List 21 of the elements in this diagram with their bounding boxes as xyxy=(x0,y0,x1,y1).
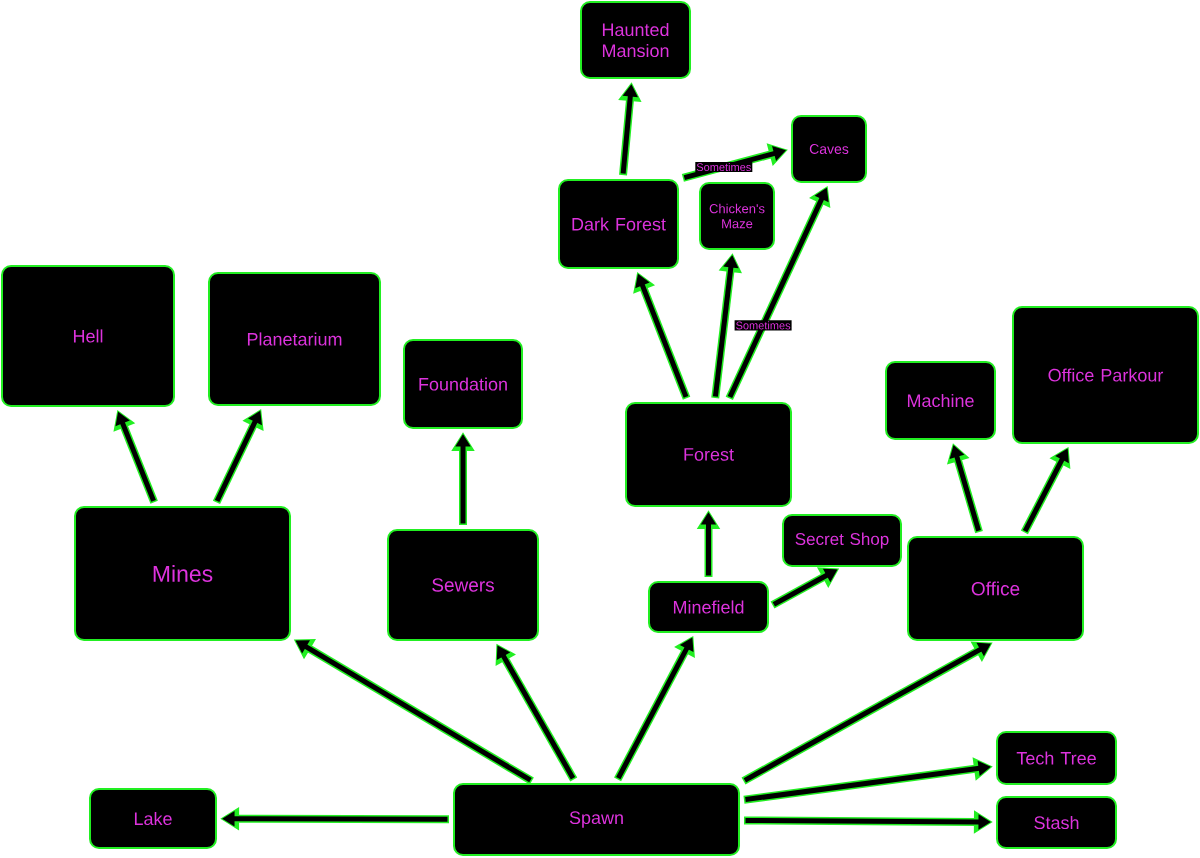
place-box: Machine xyxy=(885,361,996,440)
place-box: Lake xyxy=(89,788,217,849)
place-box: Spawn xyxy=(453,783,740,856)
place-box: Caves xyxy=(791,115,867,183)
edge-label: Sometimes xyxy=(696,162,751,172)
place-box: Haunted Mansion xyxy=(580,1,691,79)
place-box: Office Parkour xyxy=(1012,306,1199,444)
place-box: Stash xyxy=(996,796,1117,849)
place-box: Mines xyxy=(74,506,291,641)
place-box: Tech Tree xyxy=(996,731,1117,785)
edge-label: Sometimes xyxy=(736,321,791,330)
place-box: Secret Shop xyxy=(782,514,902,567)
place-box: Forest xyxy=(625,402,792,507)
place-box: Hell xyxy=(1,265,175,407)
place-box: Planetarium xyxy=(208,272,381,406)
place-box: Chicken's Maze xyxy=(699,182,775,250)
place-box: Dark Forest xyxy=(558,179,679,269)
place-box: Office xyxy=(907,536,1084,641)
place-box: Sewers xyxy=(387,529,539,641)
place-box: Foundation xyxy=(403,339,523,429)
place-box: Minefield xyxy=(648,581,769,633)
